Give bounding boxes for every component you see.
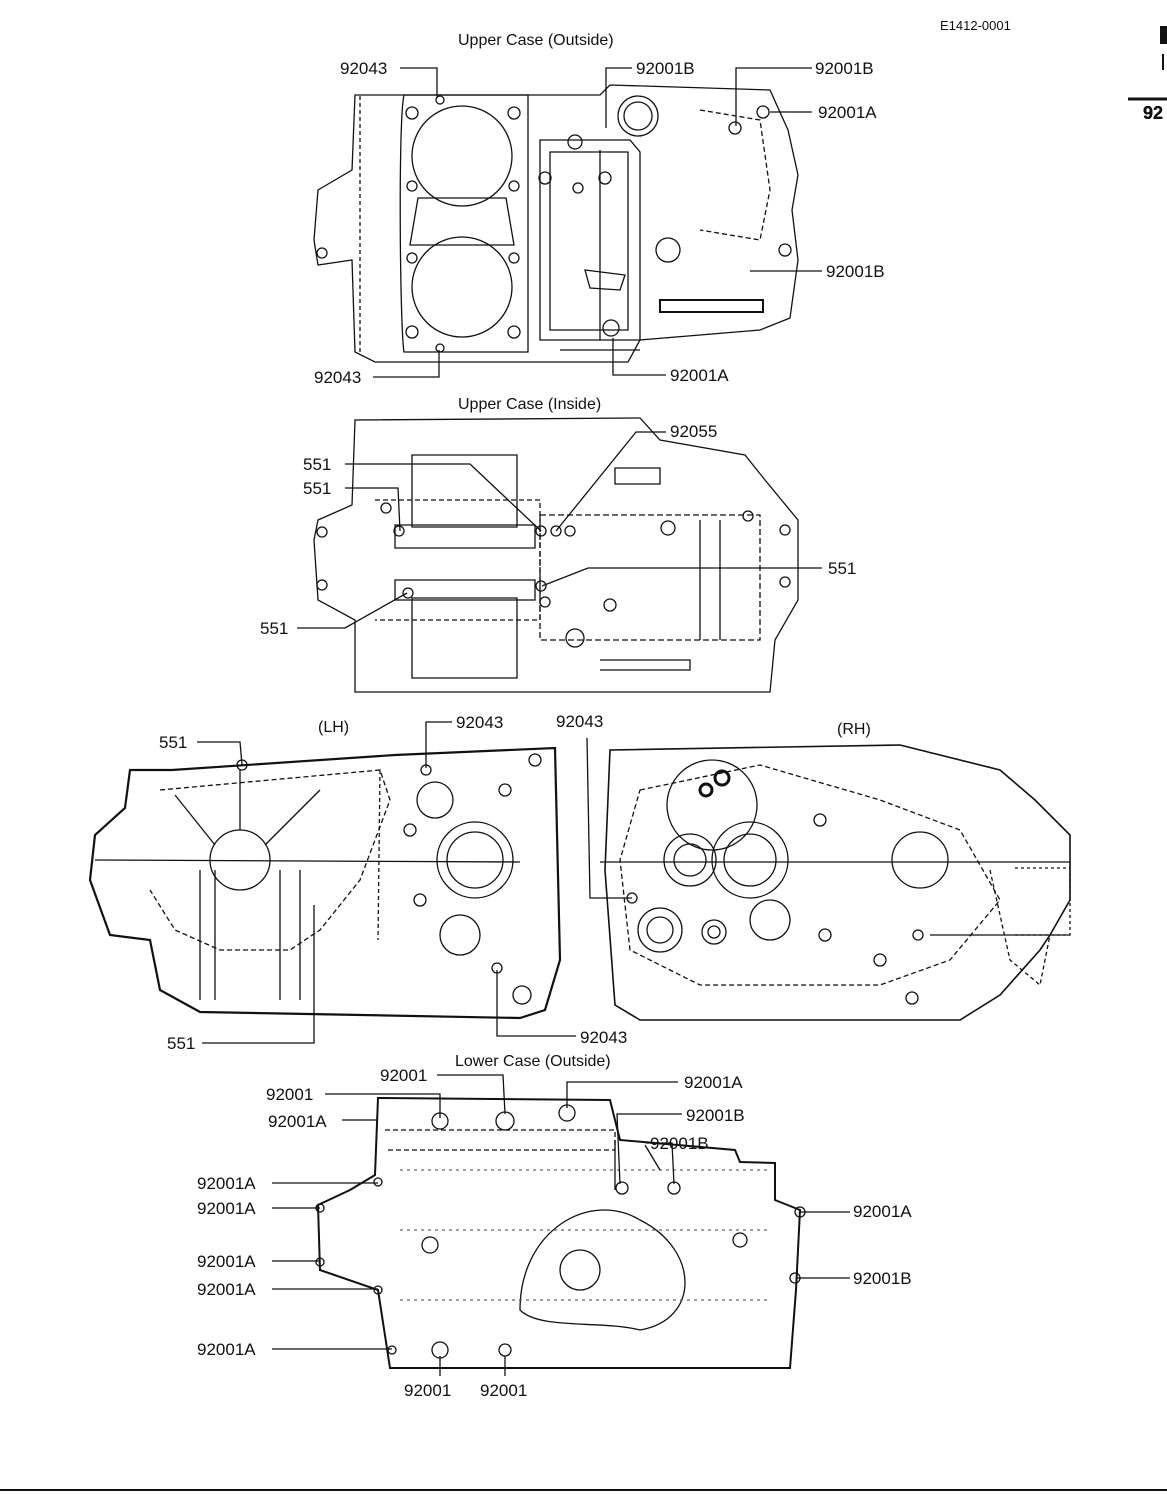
- part-number-label: 551: [303, 479, 332, 498]
- part-number-label: 92001A: [197, 1340, 256, 1359]
- part-number-label: 92001A: [818, 103, 877, 122]
- rh-case-drawing: [600, 745, 1070, 1020]
- part-number-label: 92001: [404, 1381, 452, 1400]
- upper-case-outside-drawing: [314, 85, 798, 362]
- lower-case-outside-drawing: [316, 1098, 805, 1368]
- part-number-label: 92001B: [636, 59, 695, 78]
- edge-fragment: 92: [1143, 103, 1164, 123]
- part-number-label: 92001: [380, 1066, 428, 1085]
- part-number-label: 92001A: [684, 1073, 743, 1092]
- edge-fragment: 92: [1143, 103, 1164, 123]
- part-number-label: 92001B: [853, 1269, 912, 1288]
- part-number-label: 92001B: [686, 1106, 745, 1125]
- part-number-label: 92043: [456, 713, 504, 732]
- leader-lines: [197, 68, 1070, 1376]
- part-number-label: 92055: [670, 422, 718, 441]
- edge-fragment: 92: [1143, 103, 1164, 123]
- part-number-label: 551: [828, 559, 857, 578]
- part-number-label: 551: [260, 619, 289, 638]
- part-number-label: 92043: [556, 712, 604, 731]
- figure-code: E1412-0001: [940, 18, 1011, 33]
- lh-case-drawing: [90, 748, 560, 1018]
- edge-fragment: 92: [1143, 103, 1164, 123]
- part-number-label: 92043: [314, 368, 362, 387]
- part-number-label: 92001A: [197, 1199, 256, 1218]
- part-number-label: 551: [159, 733, 188, 752]
- part-number-label: 92001A: [853, 1202, 912, 1221]
- section-title-lh: (LH): [318, 719, 350, 736]
- part-number-label: 92043: [340, 59, 388, 78]
- edge-fragment: 92: [1143, 103, 1164, 123]
- part-number-label: 92001B: [815, 59, 874, 78]
- section-title-rh: (RH): [837, 721, 871, 738]
- section-title-lower-outside: Lower Case (Outside): [455, 1053, 611, 1070]
- section-title-upper-outside: Upper Case (Outside): [458, 32, 614, 49]
- edge-marks: [1128, 26, 1167, 99]
- part-number-label: 92001A: [268, 1112, 327, 1131]
- part-number-label: 92001A: [197, 1252, 256, 1271]
- part-number-label: 551: [303, 455, 332, 474]
- part-number-label: 92001: [480, 1381, 528, 1400]
- part-number-label: 551: [167, 1034, 196, 1053]
- upper-case-inside-drawing: [314, 418, 798, 692]
- part-number-label: 92001A: [197, 1174, 256, 1193]
- part-number-label: 92001A: [670, 366, 729, 385]
- part-number-label: 92043: [580, 1028, 628, 1047]
- part-number-label: 92001B: [650, 1134, 709, 1153]
- section-title-upper-inside: Upper Case (Inside): [458, 396, 602, 413]
- part-number-label: 92001A: [197, 1280, 256, 1299]
- part-number-label: 92001: [266, 1085, 314, 1104]
- part-number-label: 92001B: [826, 262, 885, 281]
